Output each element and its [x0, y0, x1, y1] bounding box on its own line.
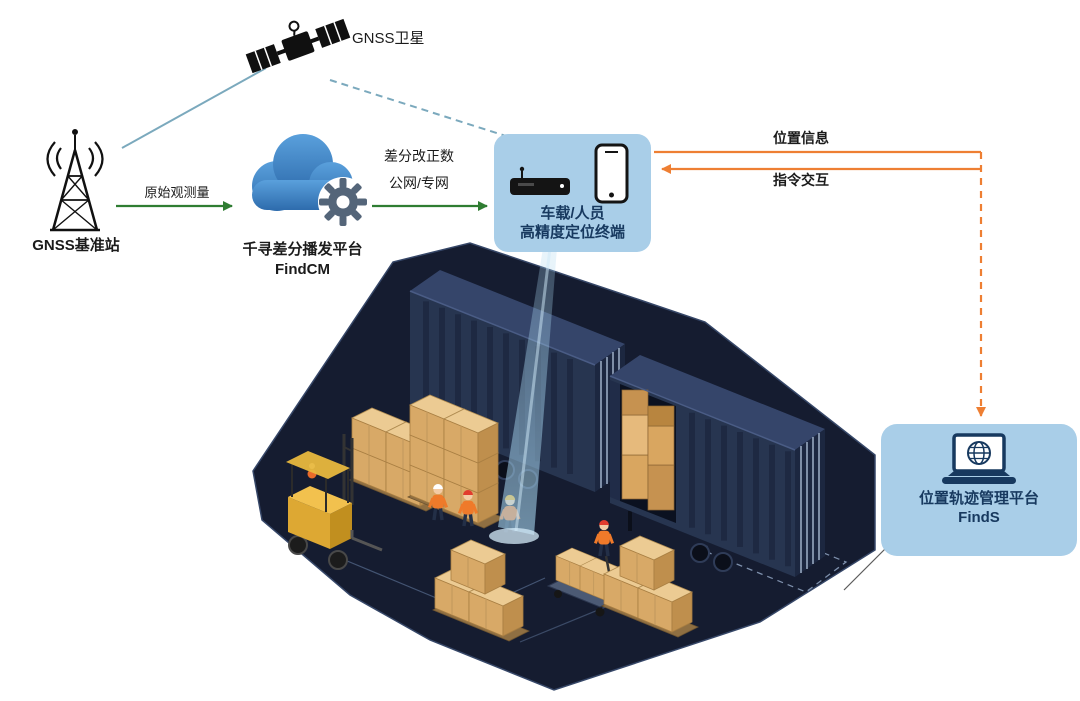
cloud-gear-icon: [252, 134, 368, 227]
container-2-wheels: [628, 511, 733, 572]
pallet-front-right: [601, 535, 699, 638]
worker-pallet-jack: [593, 520, 615, 557]
finds-panel: 位置轨迹管理平台 FindS: [881, 424, 1077, 556]
cloud-platform-label: 千寻差分播发平台: [242, 241, 363, 258]
correction-label-line2: 公网/专网: [389, 175, 449, 191]
shipping-container-1: [409, 270, 625, 492]
terminal-label-line1: 车载/人员: [540, 205, 605, 222]
satellite-to-terminal-link: [329, 79, 507, 137]
position-flow-arrows: [654, 150, 986, 417]
terminal-device-icons: [509, 143, 628, 204]
satellite-to-base-link: [121, 67, 267, 149]
satellite-icon: [245, 18, 351, 74]
laptop-globe-icon: [942, 433, 1016, 484]
raw-observation-label: 原始观测量: [144, 185, 210, 200]
base-station-icon: [46, 129, 104, 232]
receiver-icon: [509, 166, 570, 195]
base-station-label: GNSS基准站: [32, 237, 120, 254]
shipping-container-2: [609, 355, 825, 577]
correction-label-line1: 差分改正数: [384, 148, 454, 164]
warehouse-illustration: [252, 242, 876, 691]
pallet-front-left: [432, 539, 530, 642]
position-info-label: 位置信息: [773, 130, 829, 146]
worker-1: [427, 484, 449, 521]
terminal-label-line2: 高精度定位终端: [519, 224, 625, 241]
finds-callout-line: [843, 547, 887, 591]
finds-label-line1: 位置轨迹管理平台: [918, 490, 1039, 507]
worker-2: [457, 490, 479, 527]
satellite-label: GNSS卫星: [352, 30, 425, 47]
command-interaction-label: 指令交互: [773, 172, 829, 188]
finds-label-line2: FindS: [958, 509, 1000, 526]
smartphone-icon: [594, 143, 628, 204]
cloud-platform-sublabel: FindCM: [275, 261, 330, 278]
positioning-beam: [489, 247, 557, 544]
cargo-boxes: [621, 389, 675, 511]
terminal-panel: 车载/人员 高精度定位终端: [494, 134, 651, 252]
forklift: [286, 434, 383, 570]
